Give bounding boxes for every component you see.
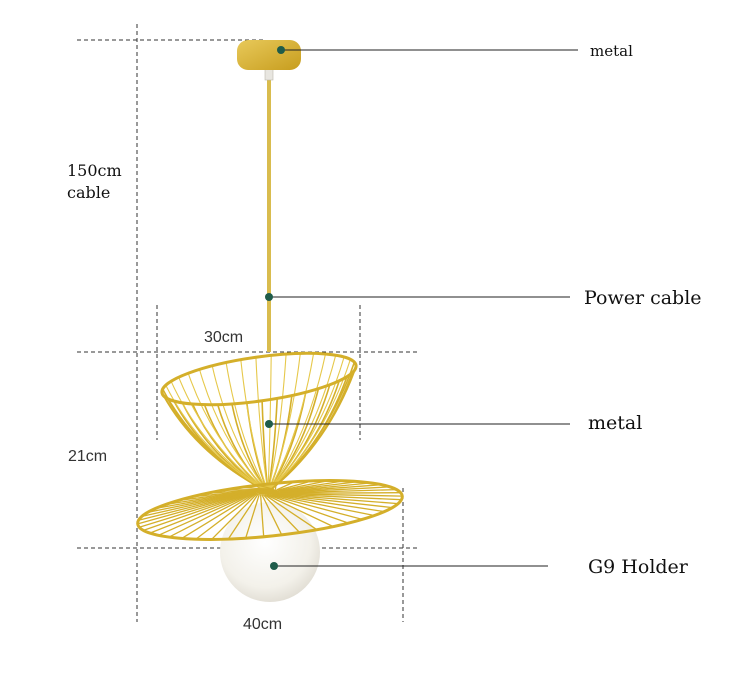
disc-wire <box>276 493 402 501</box>
disc-wire <box>181 492 257 539</box>
cage-rib <box>225 362 269 493</box>
disc-wire <box>227 493 259 540</box>
disc-wire <box>139 490 258 528</box>
cage-rib <box>267 356 345 493</box>
disc-wire <box>149 490 257 534</box>
cage-rib <box>170 381 269 493</box>
disc-wire <box>143 490 257 532</box>
disc-wire <box>259 494 265 537</box>
disc-wire <box>279 482 371 493</box>
disc-wire <box>211 492 258 540</box>
disc-wire <box>274 493 393 509</box>
disc-wire <box>275 493 399 505</box>
marker-power-cable <box>265 293 273 301</box>
cage-waist-ring <box>256 489 280 495</box>
cage-rib <box>267 354 287 493</box>
cage-rib <box>267 361 356 493</box>
cage-rib <box>267 353 301 493</box>
disc-wire <box>245 493 261 539</box>
marker-canopy <box>277 46 285 54</box>
cage-rib <box>178 376 269 493</box>
cage-rib <box>267 355 272 493</box>
label-bottom-width: 40cm <box>243 616 282 633</box>
callout-markers <box>265 46 285 570</box>
disc-wire <box>266 494 334 528</box>
label-height: 21cm <box>68 448 107 465</box>
disc-wire <box>195 492 258 540</box>
glass-globe <box>220 502 320 602</box>
cage-rib <box>187 373 269 493</box>
cage-rib <box>267 353 327 493</box>
disc-wire <box>267 494 349 524</box>
disc-wire <box>278 492 401 494</box>
cage-rib <box>255 357 269 493</box>
disc-wire <box>279 488 397 494</box>
label-top-width: 30cm <box>204 329 243 346</box>
disc-wire <box>278 479 329 492</box>
disc-wire <box>168 491 257 538</box>
disc-wire <box>261 494 283 536</box>
cage-rib <box>198 369 269 493</box>
label-cable-length: 150cm <box>67 161 122 180</box>
disc-rim <box>136 479 404 541</box>
upper-wire-cage <box>160 351 358 495</box>
label-cage-metal: metal <box>588 412 642 434</box>
marker-holder <box>270 562 278 570</box>
disc-wire <box>264 494 318 531</box>
disc-wire <box>279 486 391 494</box>
disc-wire <box>272 494 385 513</box>
marker-cage <box>265 420 273 428</box>
cage-rib <box>267 353 315 493</box>
disc-wire <box>279 484 382 493</box>
label-cable-word: cable <box>67 183 110 202</box>
cage-rib <box>240 359 269 493</box>
cage-rib <box>267 355 337 493</box>
cage-rim <box>160 351 358 407</box>
disc-wire <box>279 480 345 492</box>
disc-wire <box>279 480 359 492</box>
label-power-cable: Power cable <box>584 287 702 309</box>
cage-rib <box>211 365 269 493</box>
ceiling-canopy <box>237 40 301 70</box>
lower-wire-disc <box>136 479 404 541</box>
disc-wire <box>271 494 375 517</box>
disc-wire <box>262 494 301 533</box>
disc-wire <box>277 493 403 497</box>
leader-lines <box>269 49 578 567</box>
label-canopy-metal: metal <box>590 42 633 60</box>
disc-wire <box>158 491 257 536</box>
disc-wire <box>269 494 363 521</box>
label-g9-holder: G9 Holder <box>588 556 689 578</box>
